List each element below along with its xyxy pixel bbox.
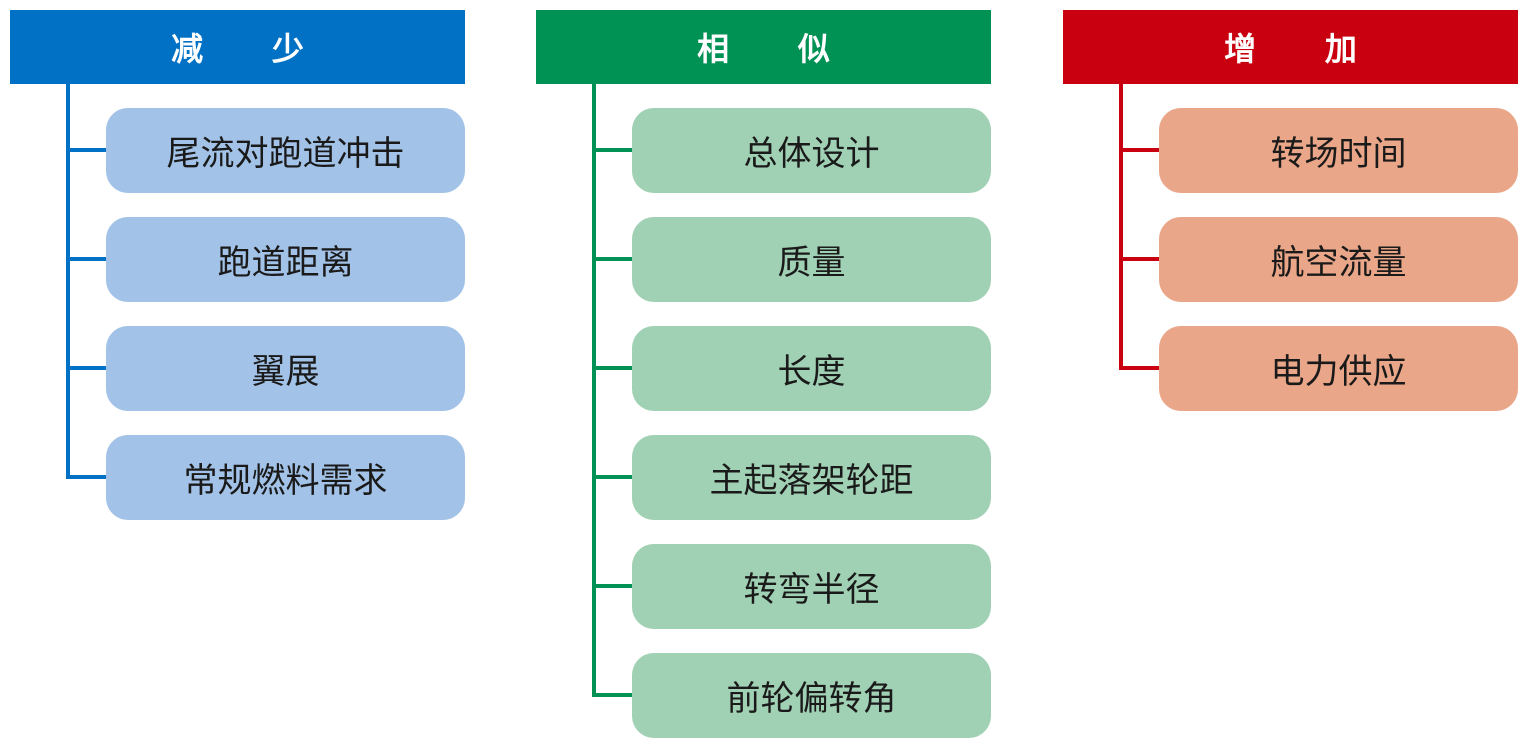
connector-trunk-decrease — [66, 84, 70, 479]
connector-branch — [592, 475, 632, 479]
connector-branch — [1119, 148, 1159, 152]
item-conventional-fuel-demand: 常规燃料需求 — [106, 435, 465, 520]
connector-branch — [592, 148, 632, 152]
connector-branch — [66, 475, 106, 479]
item-turnaround-time: 转场时间 — [1159, 108, 1518, 193]
item-length: 长度 — [632, 326, 991, 411]
connector-branch — [592, 257, 632, 261]
item-air-traffic: 航空流量 — [1159, 217, 1518, 302]
item-wingspan: 翼展 — [106, 326, 465, 411]
item-power-supply: 电力供应 — [1159, 326, 1518, 411]
item-runway-distance: 跑道距离 — [106, 217, 465, 302]
header-similar: 相 似 — [536, 10, 991, 84]
connector-branch — [592, 693, 632, 697]
connector-branch — [1119, 366, 1159, 370]
item-turning-radius: 转弯半径 — [632, 544, 991, 629]
connector-trunk-similar — [592, 84, 596, 697]
connector-branch — [66, 257, 106, 261]
header-decrease: 减 少 — [10, 10, 465, 84]
connector-branch — [66, 366, 106, 370]
connector-branch — [1119, 257, 1159, 261]
item-mass: 质量 — [632, 217, 991, 302]
connector-branch — [592, 366, 632, 370]
item-nose-wheel-steering-angle: 前轮偏转角 — [632, 653, 991, 738]
header-increase: 增 加 — [1063, 10, 1518, 84]
connector-trunk-increase — [1119, 84, 1123, 370]
item-overall-design: 总体设计 — [632, 108, 991, 193]
item-wake-runway-impact: 尾流对跑道冲击 — [106, 108, 465, 193]
connector-branch — [66, 148, 106, 152]
item-main-gear-track: 主起落架轮距 — [632, 435, 991, 520]
connector-branch — [592, 584, 632, 588]
